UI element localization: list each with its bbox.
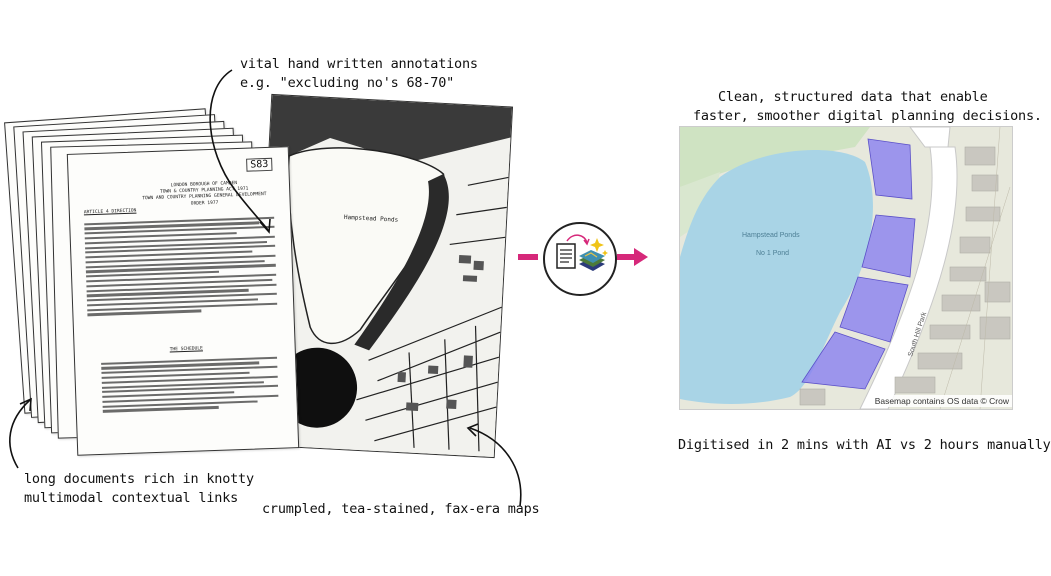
doc-schedule-title: THE SCHEDULE: [169, 346, 203, 353]
digitised-map: Hampstead Ponds No 1 Pond South Hill Par…: [679, 126, 1013, 410]
output-caption: Digitised in 2 mins with AI vs 2 hours m…: [678, 437, 1051, 453]
annotation-bottom-left: long documents rich in knotty multimodal…: [24, 470, 254, 508]
old-map-drawing: Hampstead Ponds: [254, 94, 512, 458]
map-layers-icon: [579, 250, 605, 271]
annotation-top-line1: vital hand written annotations: [240, 56, 478, 72]
lake-label-2: No 1 Pond: [756, 250, 789, 257]
old-map-label: Hampstead Ponds: [344, 214, 399, 224]
doc-body-lines: [84, 214, 278, 319]
document-icon: [556, 243, 576, 269]
output-heading-line1: Clean, structured data that enable: [718, 89, 988, 105]
doc-schedule-lines: [101, 354, 279, 415]
lake: [680, 150, 873, 404]
basemap-credit: Basemap contains OS data © Crow: [871, 395, 1012, 407]
annotation-bottom-right: crumpled, tea-stained, fax-era maps: [262, 501, 540, 517]
annotation-bl-line2: multimodal contextual links: [24, 490, 239, 506]
annotation-bl-line1: long documents rich in knotty: [24, 471, 254, 487]
document-stack: [0, 0, 260, 439]
ai-icon-drawing: [556, 234, 608, 271]
output-heading-line2: faster, smoother digital planning decisi…: [693, 108, 1042, 124]
scanned-old-map: Hampstead Ponds: [252, 93, 514, 459]
digitised-map-drawing: Hampstead Ponds No 1 Pond South Hill Par…: [680, 126, 1012, 410]
sparkle-icon: [590, 238, 608, 256]
lake-label-1: Hampstead Ponds: [742, 232, 800, 239]
front-document-page: S83 LONDON BOROUGH OF CAMDEN TOWN & COUN…: [66, 146, 300, 456]
annotation-top-line2: e.g. "excluding no's 68-70": [240, 75, 455, 91]
ai-processing-icon: [543, 222, 617, 296]
page-code: S83: [246, 157, 273, 172]
annotation-top: vital hand written annotations e.g. "exc…: [240, 55, 478, 93]
